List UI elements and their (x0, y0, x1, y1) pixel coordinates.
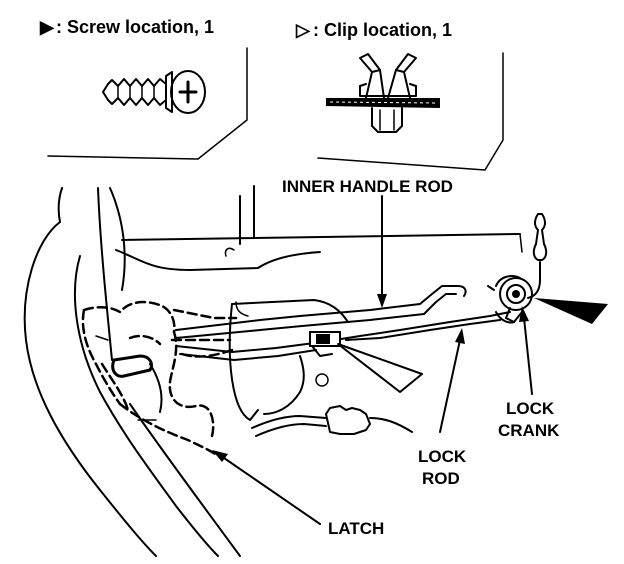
latch-label: LATCH (328, 519, 384, 538)
clip-marker (337, 343, 423, 393)
legend-frames (47, 47, 504, 171)
rod-clip (309, 331, 341, 357)
screw-icon (102, 70, 206, 114)
wire-harness (251, 405, 413, 437)
part-labels: INNER HANDLE ROD LOCK CRANK LOCK ROD LAT… (282, 177, 560, 538)
clip-legend-symbol: ▷ (295, 20, 311, 40)
inner-handle-rod (175, 285, 467, 339)
door-panel (23, 185, 523, 557)
lock-rod (175, 311, 511, 361)
lock-rod-label-line1: LOCK (418, 447, 467, 466)
clip-icon (326, 53, 440, 133)
inner-handle-rod-label: INNER HANDLE ROD (282, 177, 453, 196)
screw-legend-text: : Screw location, 1 (56, 17, 214, 37)
lock-rod-label-line2: ROD (422, 469, 460, 488)
lock-crank-label-line2: CRANK (498, 421, 560, 440)
screw-marker (534, 298, 608, 324)
clip-legend-text: : Clip location, 1 (313, 20, 452, 40)
screw-legend-symbol: ▶ (39, 17, 55, 37)
legend: ▶ : Screw location, 1 ▷ : Clip location,… (39, 17, 452, 40)
lock-crank (487, 213, 548, 324)
label-pointers (212, 195, 533, 525)
latch-assembly (81, 300, 238, 458)
lock-crank-label-line1: LOCK (506, 399, 555, 418)
